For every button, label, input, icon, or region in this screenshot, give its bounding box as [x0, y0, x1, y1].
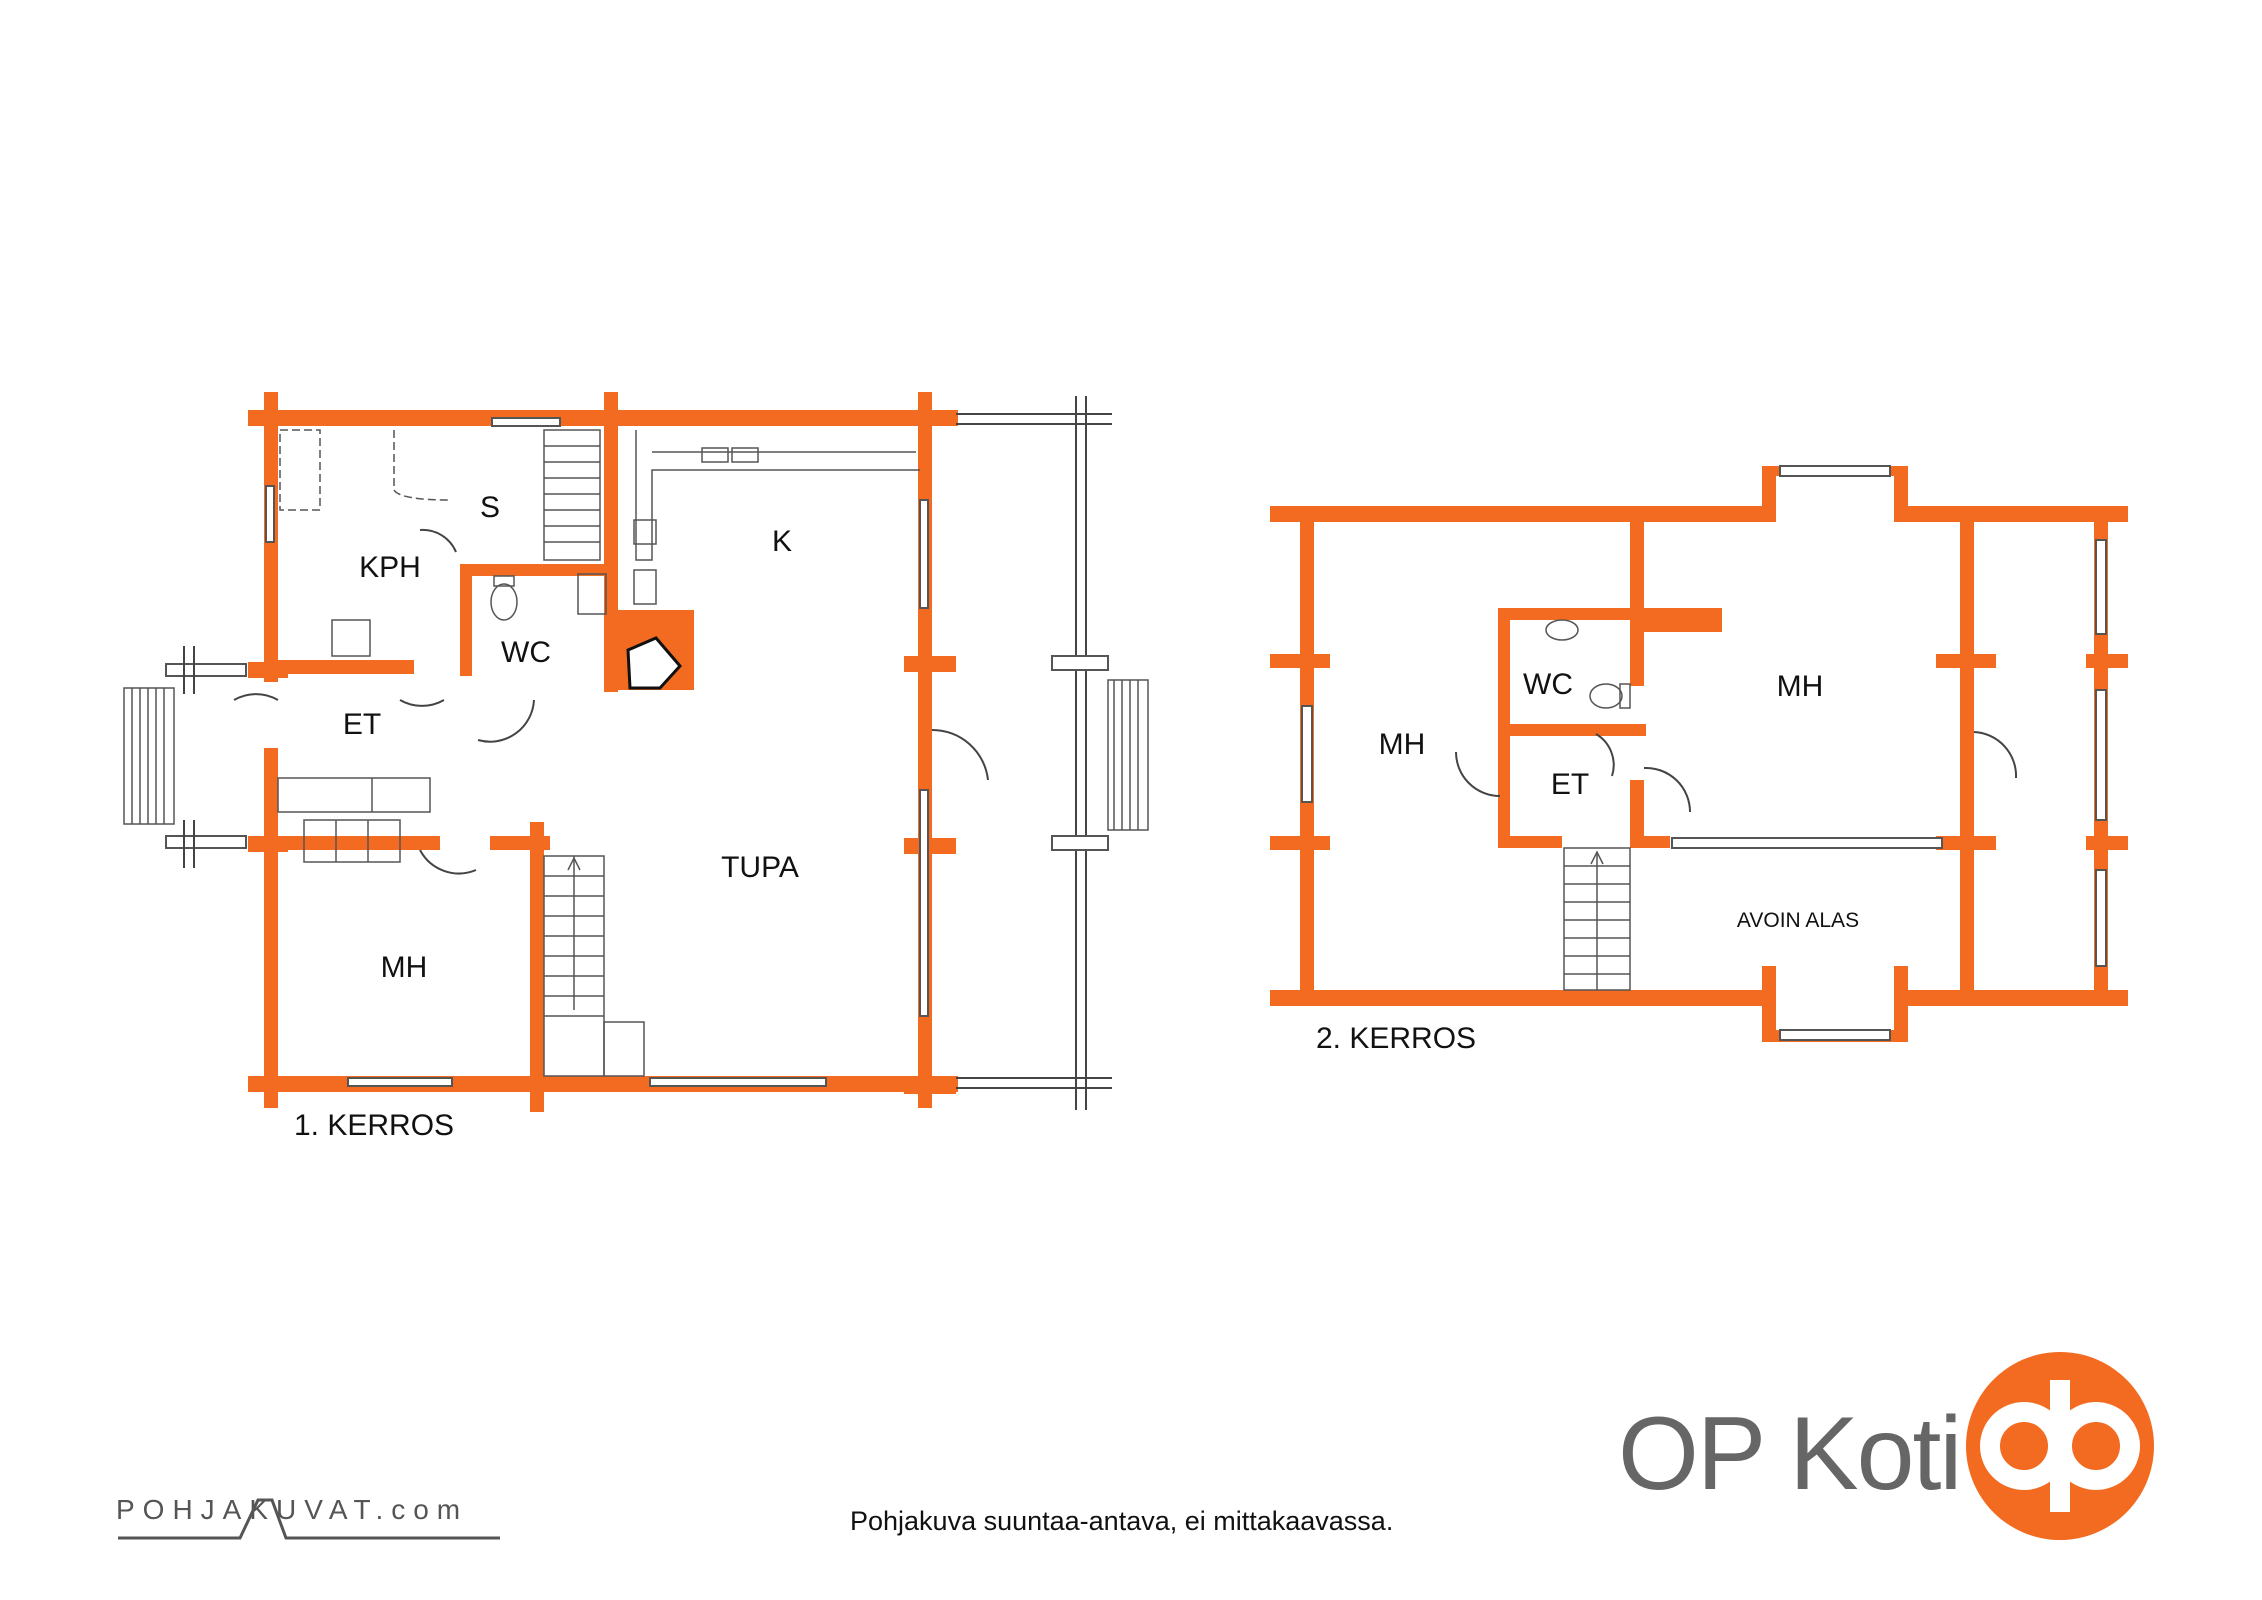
floor-2-fixtures: [1545, 619, 1631, 709]
stairs-main: [543, 855, 645, 1077]
floor-2-doors: [1455, 731, 2018, 813]
room-label-sauna: S: [480, 491, 500, 524]
room-label-open-below: AVOIN ALAS: [1737, 909, 1859, 932]
floor-1-walls: [248, 392, 958, 1112]
bathroom-fixtures: [279, 429, 607, 657]
brand-name: OP Koti: [1618, 1396, 1962, 1512]
entrance-steps: [123, 646, 247, 868]
floor-2-plan: MH WC ET MH AVOIN ALAS 2. KERROS: [1270, 465, 2128, 1055]
floor-1-windows: [265, 417, 929, 1087]
pohjakuvat-logo-mark: [118, 1498, 500, 1540]
floor-2-windows: [1301, 465, 2107, 1041]
kitchen-counter: [633, 430, 920, 605]
op-logo-icon: [1966, 1352, 2154, 1540]
wardrobes: [277, 777, 431, 863]
floor-2-stairs: [1563, 847, 1631, 991]
room-label-tupa: TUPA: [721, 851, 799, 884]
room-label-bedroom: MH: [381, 951, 428, 984]
room-label-entrance: ET: [343, 708, 381, 741]
terrace: [956, 396, 1149, 1110]
room-label-wc: WC: [501, 636, 551, 669]
floor-1-label: 1. KERROS: [294, 1109, 454, 1142]
disclaimer-text: Pohjakuva suuntaa-antava, ei mittakaavas…: [850, 1506, 1394, 1536]
floor-2-walls: [1270, 466, 2128, 1042]
pohjakuvat-logo: POHJAKUVAT.com: [116, 1494, 469, 1525]
floor-1-plan: KPH S WC K ET TUPA MH 1. KERROS: [123, 392, 1149, 1142]
room-label-bedroom-left: MH: [1379, 728, 1426, 761]
room-label-hall-upper: ET: [1551, 768, 1589, 801]
room-label-bedroom-right: MH: [1777, 670, 1824, 703]
room-label-kitchen: K: [772, 525, 792, 558]
room-label-kph: KPH: [359, 551, 421, 584]
stairs-upper: [543, 429, 601, 561]
floor-2-label: 2. KERROS: [1316, 1022, 1476, 1055]
floor-1-doors: [233, 528, 989, 875]
fireplace: [626, 636, 683, 690]
room-label-wc-upper: WC: [1523, 668, 1573, 701]
